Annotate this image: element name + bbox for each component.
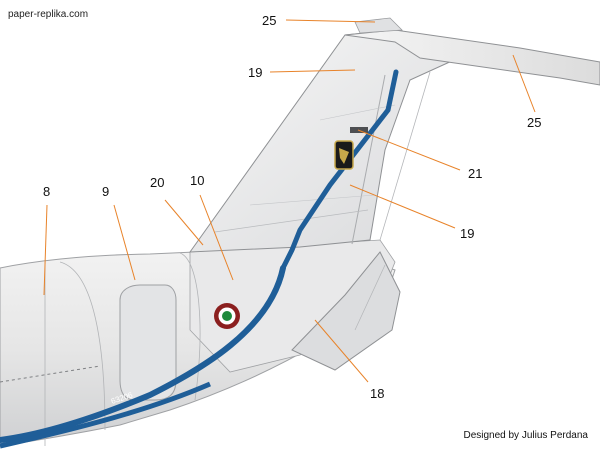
horizontal-stabilizer (344, 29, 600, 86)
callout-label: 25 (262, 13, 276, 28)
callout-label: 9 (102, 184, 109, 199)
callout-label: 19 (460, 226, 474, 241)
callout-label: 18 (370, 386, 384, 401)
vertical-fin (188, 29, 467, 253)
rudder-trailing-edge (379, 71, 431, 241)
fin-panel-line (214, 209, 369, 233)
callout-label: 8 (43, 184, 50, 199)
callout-label: 25 (527, 115, 541, 130)
callout-label: 10 (190, 173, 204, 188)
leader-lines (43, 19, 536, 383)
fin-panel-line-2 (249, 194, 376, 206)
ventral-fin (291, 251, 401, 371)
site-watermark[interactable]: paper-replika.com (8, 9, 89, 20)
roundel-inner (222, 311, 232, 321)
callout-label: 20 (150, 175, 164, 190)
callout-label: 19 (248, 65, 262, 80)
fin-stripe (280, 69, 399, 271)
panel-line-10 (179, 252, 201, 401)
callout-label: 21 (468, 166, 482, 181)
fuselage-stripe-lower (0, 381, 211, 449)
fuselage-stripe (0, 265, 286, 443)
callout-labels: 25 19 25 21 19 18 8 9 20 10 (43, 13, 541, 401)
designer-credit: Designed by Julius Perdana (463, 430, 588, 441)
ventral-fin-line (354, 264, 386, 331)
fin-badge-emblem (339, 148, 349, 164)
fin-panel-line-3 (319, 104, 396, 121)
stabilizer-tip (354, 17, 403, 34)
dashed-panel-line (0, 365, 101, 383)
panel-line-9 (59, 261, 106, 431)
rudder-hinge-line (351, 74, 386, 245)
